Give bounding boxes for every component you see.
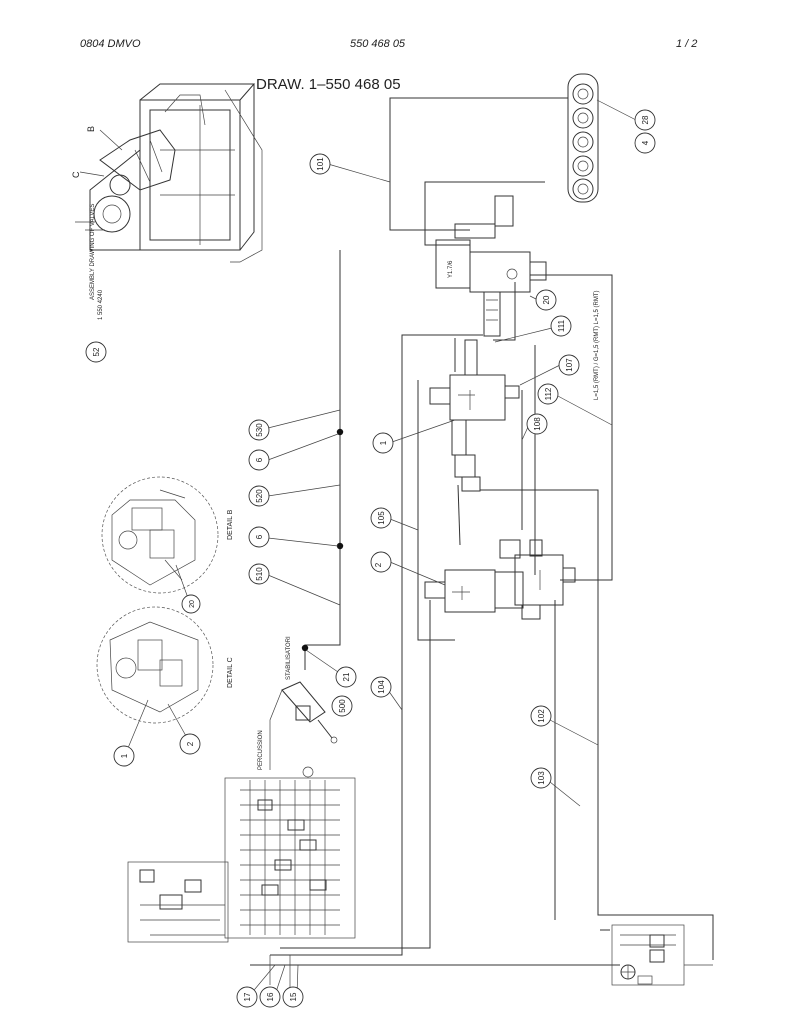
- balloon-16: 16: [259, 986, 281, 1008]
- balloon-6-lower: 6: [248, 526, 270, 548]
- header-drawing-number: 550 468 05: [350, 38, 406, 50]
- assembly-note-line1: ASSEMBLY DRAWING OF VALVES: [90, 204, 96, 300]
- balloon-detail-20: 20: [181, 594, 201, 614]
- svg-text:2: 2: [374, 562, 383, 567]
- svg-text:52: 52: [92, 347, 101, 356]
- svg-text:28: 28: [641, 115, 650, 124]
- svg-text:6: 6: [255, 457, 264, 462]
- valve-tag: Y1.7/6: [448, 260, 454, 278]
- balloon-107: 107: [558, 354, 580, 376]
- balloon-105: 105: [370, 507, 392, 529]
- balloon-111: 111: [550, 315, 572, 337]
- balloon-detail-1: 1: [113, 745, 135, 767]
- junction-dot: [336, 428, 344, 436]
- balloon-500: 500: [331, 695, 353, 717]
- drawing-title: DRAW. 1–550 468 05: [256, 76, 401, 93]
- balloon-530: 530: [248, 419, 270, 441]
- svg-text:1: 1: [379, 440, 388, 445]
- svg-text:108: 108: [533, 417, 542, 431]
- junction-dot: [336, 542, 344, 550]
- header-document-code: 0804 DMVO: [80, 38, 141, 50]
- svg-text:102: 102: [537, 709, 546, 723]
- machine-isometric-view: B C: [71, 83, 263, 263]
- detail-c-label: DETAIL C: [227, 657, 234, 688]
- balloon-520: 520: [248, 485, 270, 507]
- detail-b-view: DETAIL B: [101, 476, 234, 594]
- svg-text:104: 104: [377, 680, 386, 694]
- valve-block-1: [429, 339, 520, 492]
- valve-block-2: [424, 539, 576, 620]
- svg-text:4: 4: [641, 140, 650, 145]
- gauge-panel: [567, 73, 599, 203]
- callout-label-b: B: [86, 126, 96, 132]
- svg-text:520: 520: [255, 489, 264, 503]
- svg-text:16: 16: [266, 992, 275, 1001]
- svg-text:510: 510: [255, 567, 264, 581]
- balloon-17: 17: [236, 986, 258, 1008]
- svg-text:107: 107: [565, 358, 574, 372]
- balloon-detail-2: 2: [179, 733, 201, 755]
- svg-text:103: 103: [537, 771, 546, 785]
- svg-text:20: 20: [542, 295, 551, 304]
- svg-text:1: 1: [120, 753, 129, 758]
- svg-text:530: 530: [255, 423, 264, 437]
- percussion-label: PERCUSSION: [258, 730, 264, 770]
- detail-c-view: DETAIL C: [96, 606, 234, 724]
- svg-text:500: 500: [338, 699, 347, 713]
- balloon-102: 102: [530, 705, 552, 727]
- balloon-104: 104: [370, 676, 392, 698]
- balloon-52: 52: [85, 341, 107, 363]
- balloon-101: 101: [309, 153, 331, 175]
- svg-text:112: 112: [544, 387, 553, 400]
- balloon-112: 112: [537, 383, 559, 405]
- balloon-6-upper: 6: [248, 449, 270, 471]
- svg-text:101: 101: [316, 157, 325, 171]
- hydraulic-circuit-diagram: [127, 766, 356, 995]
- svg-text:6: 6: [255, 534, 264, 539]
- svg-text:2: 2: [186, 741, 195, 746]
- svg-text:111: 111: [557, 319, 566, 332]
- balloon-103: 103: [530, 767, 552, 789]
- callout-label-c: C: [71, 171, 81, 178]
- header-page-number: 1 / 2: [676, 38, 698, 50]
- detail-b-label: DETAIL B: [227, 509, 234, 540]
- svg-text:21: 21: [342, 672, 351, 681]
- svg-text:17: 17: [243, 992, 252, 1001]
- stabiliser-valve: [269, 681, 338, 770]
- solenoid-valve-assembly: Y1.7/6: [435, 195, 547, 337]
- svg-text:15: 15: [289, 992, 298, 1001]
- balloon-510: 510: [248, 563, 270, 585]
- balloon-1: 1: [372, 432, 394, 454]
- svg-text:20: 20: [189, 600, 196, 608]
- assembly-note-line2: 1 550 4240: [98, 289, 104, 320]
- balloon-15: 15: [282, 986, 304, 1008]
- pump-tank-schematic: [611, 924, 713, 986]
- junction-dot: [301, 644, 309, 652]
- balloon-28: 28: [634, 109, 656, 131]
- balloon-21: 21: [335, 666, 357, 688]
- balloon-108: 108: [526, 413, 548, 435]
- stabilisatori-label: STABILISATORI: [286, 636, 292, 680]
- svg-text:105: 105: [377, 511, 386, 525]
- hydraulic-lines: [250, 97, 714, 966]
- line-length-note: L=1,5 (RMT) / G=1,5 (RMT) L=1,5 (RMT): [594, 290, 600, 400]
- balloon-4: 4: [634, 132, 656, 154]
- balloon-2: 2: [370, 551, 392, 573]
- balloon-20: 20: [535, 289, 557, 311]
